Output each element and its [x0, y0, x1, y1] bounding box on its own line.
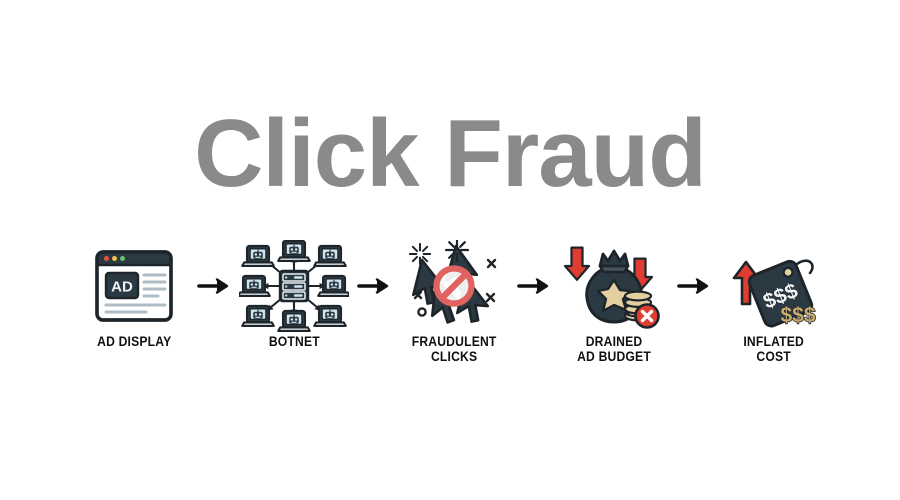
flow-step-botnet: BOTNET — [235, 240, 353, 349]
page-title: Click Fraud — [194, 100, 707, 207]
flow-step-label: FRAUDULENT CLICKS — [411, 334, 497, 364]
flow-step-label: AD DISPLAY — [96, 334, 172, 349]
flow-arrow-3 — [513, 240, 555, 332]
svg-text:$$$: $$$ — [780, 304, 815, 327]
process-flow: AD AD DISPLAY — [95, 240, 817, 380]
flow-arrow-4 — [673, 240, 715, 332]
flow-step-inflated-cost: $$$ $$$ INFLATED COST — [715, 240, 833, 364]
flow-step-drained-ad-budget: DRAINED AD BUDGET — [555, 240, 673, 364]
browser-ad-window-icon: AD — [75, 240, 193, 332]
flow-step-fraudulent-clicks: FRAUDULENT CLICKS — [395, 240, 513, 364]
money-bag-drained-icon — [555, 240, 673, 332]
flow-step-ad-display: AD AD DISPLAY — [75, 240, 193, 349]
flow-step-label: INFLATED COST — [743, 334, 805, 364]
flow-arrow-2 — [353, 240, 395, 332]
flow-step-label: BOTNET — [268, 334, 320, 349]
botnet-server-laptops-icon — [235, 240, 353, 332]
flow-arrow-1 — [193, 240, 235, 332]
blocked-cursor-clicks-icon — [395, 240, 513, 332]
svg-text:AD: AD — [111, 279, 133, 296]
price-tag-inflated-icon: $$$ $$$ — [715, 240, 833, 332]
flow-step-label: DRAINED AD BUDGET — [577, 334, 651, 364]
